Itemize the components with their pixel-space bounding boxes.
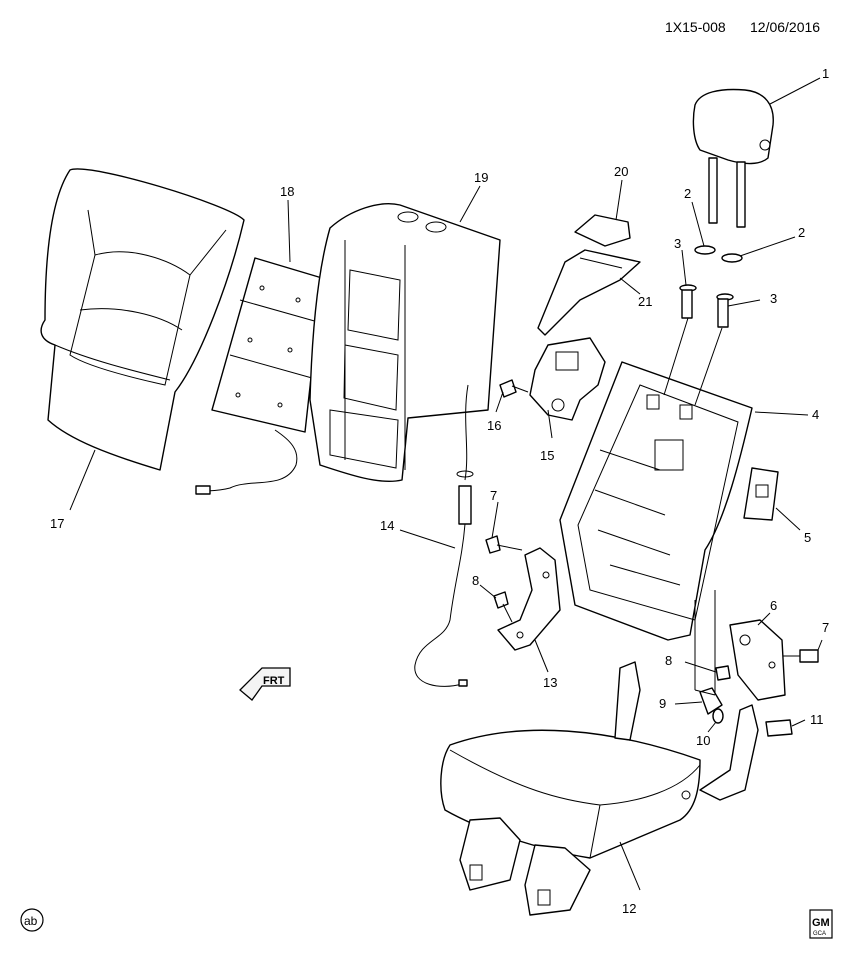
part-2-washer-right xyxy=(721,253,743,263)
part-8-bolt-left xyxy=(493,591,513,623)
callout-2-left: 2 xyxy=(684,186,691,201)
callout-19: 19 xyxy=(474,170,488,185)
corner-mark-text: ab xyxy=(24,914,38,928)
callout-8-left: 8 xyxy=(472,573,479,588)
callout-5: 5 xyxy=(804,530,811,545)
callout-9: 9 xyxy=(659,696,666,711)
diagram-date: 12/06/2016 xyxy=(750,19,820,35)
callout-7-left: 7 xyxy=(490,488,497,503)
callout-2-right: 2 xyxy=(798,225,805,240)
part-16-bolt xyxy=(499,379,529,398)
part-7-bolt-right xyxy=(783,649,819,663)
part-7-bolt-left xyxy=(485,535,523,554)
callout-1: 1 xyxy=(822,66,829,81)
part-10-bushing xyxy=(712,708,724,724)
part-11-bolt xyxy=(765,719,793,737)
part-13-pivot-bracket xyxy=(497,547,561,651)
callout-10: 10 xyxy=(696,733,710,748)
callout-3-right: 3 xyxy=(770,291,777,306)
callout-16: 16 xyxy=(487,418,501,433)
part-14-release-cable xyxy=(414,384,474,687)
callout-3-left: 3 xyxy=(674,236,681,251)
part-5-bracket xyxy=(743,467,779,521)
part-1-headrest xyxy=(692,88,774,228)
callout-13: 13 xyxy=(543,675,557,690)
part-12-seat-cushion xyxy=(440,661,759,916)
callout-labels: 1 2 2 3 3 4 5 6 7 7 8 8 9 10 11 12 13 14… xyxy=(50,66,829,916)
part-21-escutcheon xyxy=(537,249,641,336)
front-direction-arrow: FRT xyxy=(239,667,291,701)
callout-7-right: 7 xyxy=(822,620,829,635)
part-2-washer-left xyxy=(694,245,716,255)
part-3-guide-left xyxy=(679,284,697,319)
gm-logo: GM GCA xyxy=(809,909,833,939)
callout-11: 11 xyxy=(810,712,824,727)
callout-6: 6 xyxy=(770,598,777,613)
part-20-bezel xyxy=(574,214,631,247)
callout-15: 15 xyxy=(540,448,554,463)
gm-logo-subtext: GCA xyxy=(813,931,826,937)
part-18-seatback-pad xyxy=(195,257,323,495)
callout-21: 21 xyxy=(638,294,652,309)
callout-4: 4 xyxy=(812,407,819,422)
part-6-pivot-bracket xyxy=(729,619,786,701)
leader-lines xyxy=(69,77,823,891)
gm-logo-text: GM xyxy=(812,917,830,929)
diagram-code: 1X15-008 xyxy=(665,19,726,35)
callout-12: 12 xyxy=(622,901,636,916)
part-4-seatback-frame-structure xyxy=(559,361,753,641)
part-19-seatback-frame xyxy=(309,203,501,483)
part-9-clip xyxy=(699,687,723,715)
part-17-seatback-cover xyxy=(40,168,245,471)
callout-14: 14 xyxy=(380,518,394,533)
callout-20: 20 xyxy=(614,164,628,179)
part-15-latch-mechanism xyxy=(529,337,606,421)
part-3-guide-right xyxy=(716,293,734,328)
part-8-nut-right xyxy=(715,665,731,681)
front-label: FRT xyxy=(263,675,285,687)
callout-8-right: 8 xyxy=(665,653,672,668)
callout-17: 17 xyxy=(50,516,64,531)
callout-18: 18 xyxy=(280,184,294,199)
corner-mark: ab xyxy=(20,908,44,932)
